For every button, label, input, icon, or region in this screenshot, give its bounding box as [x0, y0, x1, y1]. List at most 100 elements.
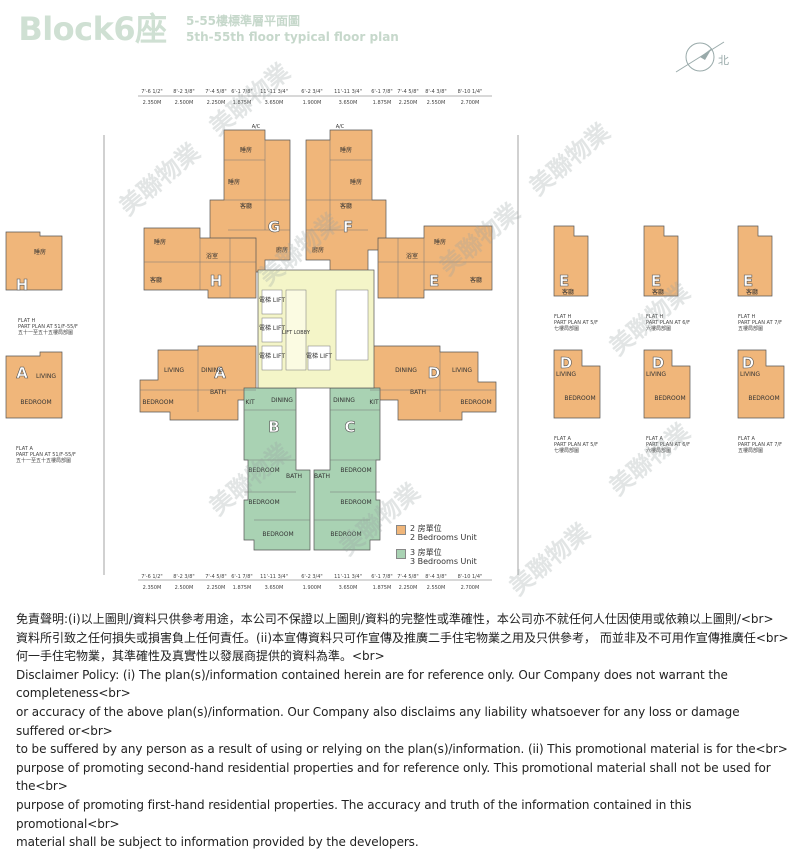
room-label: BEDROOM: [564, 395, 595, 402]
legend-en: 2 Bedrooms Unit: [410, 533, 477, 542]
dimension-label: 6'-1 7/8": [371, 89, 392, 95]
room-label: LIVING: [452, 367, 472, 374]
room-label: BEDROOM: [330, 531, 361, 538]
dimension-label: 1.900M: [303, 585, 322, 591]
part-plan-caption: FLAT H PART PLAN AT 51/F-55/F 五十一至五十五樓局部…: [18, 318, 78, 336]
subtitle-chinese: 5-55樓標準層平面圖: [186, 14, 301, 28]
dimension-label: 7'-6 1/2": [141, 574, 162, 580]
side-part-label-2: E: [651, 272, 661, 290]
side-part-label-3: E: [743, 272, 753, 290]
room-label: 客廳: [340, 202, 352, 210]
dimension-label: 8'-10 1/4": [458, 89, 483, 95]
disclaimer-line: 資料所引致之任何損失或損害負上任何責任。(ii)本宣傳資料只可作宣傳及推廣二手住…: [16, 630, 789, 645]
dimension-label: 1.875M: [233, 100, 252, 106]
dimension-label: 8'-2 3/8": [173, 89, 194, 95]
room-label: 睡房: [350, 178, 362, 186]
two-bedroom-units: [5, 129, 785, 421]
lift-label: 電梯 LIFT: [259, 296, 285, 304]
room-label: DINING: [333, 397, 355, 404]
bottom-dimension-labels: 7'-6 1/2"8'-2 3/8"7'-4 5/8"6'-1 7/8"11'-…: [141, 574, 482, 580]
room-label: 客廳: [240, 202, 252, 210]
floor-plan-area: Block6座 5-55樓標準層平面圖 5th-55th floor typic…: [5, 10, 785, 601]
room-label: BEDROOM: [340, 499, 371, 506]
room-label: 廚房: [276, 246, 288, 254]
room-label: 睡房: [240, 146, 252, 154]
subtitle-english: 5th-55th floor typical floor plan: [186, 30, 399, 44]
dimension-label: 2.550M: [427, 100, 446, 106]
room-label: DINING: [201, 367, 223, 374]
disclaimer-line: to be suffered by any person as a result…: [16, 742, 788, 757]
side-part-label-1: E: [559, 272, 569, 290]
unit-label-h: H: [210, 272, 223, 290]
unit-label-a: A: [214, 364, 226, 382]
disclaimer-line: purpose of promoting second-hand residen…: [16, 760, 771, 794]
disclaimer-line: Disclaimer Policy: (i) The plan(s)/infor…: [16, 667, 728, 701]
dimension-label: 6'-2 3/4": [301, 574, 322, 580]
room-label: LIVING: [740, 371, 760, 378]
dimension-label: 6'-1 7/8": [371, 574, 392, 580]
room-label: 睡房: [228, 178, 240, 186]
left-part-label-a: A: [16, 364, 28, 382]
unit-label-c: C: [344, 418, 355, 436]
room-label: BATH: [314, 473, 330, 480]
dimension-label: 2.500M: [175, 585, 194, 591]
north-compass-icon: [675, 41, 725, 73]
room-label: 睡房: [154, 238, 166, 246]
dimension-label: 3.650M: [265, 100, 284, 106]
room-label: BEDROOM: [748, 395, 779, 402]
dimension-label: 3.650M: [339, 100, 358, 106]
part-plan-caption: FLAT A PART PLAN AT 6/F 六樓局部圖: [646, 436, 690, 454]
unit-legend: 2 房單位 2 Bedrooms Unit 3 房單位 3 Bedrooms U…: [396, 524, 477, 572]
side-part-label-6: D: [742, 354, 754, 372]
dimension-label: 2.250M: [207, 100, 226, 106]
top-dimension-line: [138, 95, 492, 581]
ac-label: A/C: [336, 124, 345, 130]
block-title: Block6座: [18, 10, 167, 48]
disclaimer-line: 免責聲明:(i)以上圖則/資料只供參考用途，本公司不保證以上圖則/資料的完整性或…: [16, 612, 774, 626]
room-label: 睡房: [434, 238, 446, 246]
lift-label: 電梯 LIFT: [259, 324, 285, 332]
room-label: BATH: [210, 389, 226, 396]
dimension-label: 2.700M: [461, 100, 480, 106]
part-plan-caption: FLAT H PART PLAN AT 6/F 六樓局部圖: [646, 314, 690, 332]
legend-cn: 3 房單位: [410, 548, 442, 557]
legend-swatch-three-bed: [396, 549, 406, 559]
dimension-label: 11'-11 3/4": [260, 89, 288, 95]
room-label: BEDROOM: [20, 399, 51, 406]
part-plan-caption: FLAT A PART PLAN AT 51/F-55/F 五十一至五十五樓局部…: [16, 446, 76, 464]
dimension-label: 6'-1 7/8": [231, 89, 252, 95]
lift-label: 電梯 LIFT: [259, 352, 285, 360]
dimension-label: 7'-4 5/8": [397, 574, 418, 580]
room-label: BEDROOM: [460, 399, 491, 406]
dimension-label: 1.875M: [373, 100, 392, 106]
part-plan-caption: FLAT A PART PLAN AT 5/F 七樓局部圖: [554, 436, 598, 454]
dimension-label: 2.350M: [143, 585, 162, 591]
unit-label-e: E: [429, 272, 439, 290]
legend-item: 3 房單位 3 Bedrooms Unit: [396, 548, 477, 566]
dimension-label: 11'-11 3/4": [334, 574, 362, 580]
dimension-label: 7'-6 1/2": [141, 89, 162, 95]
unit-label-g: G: [268, 218, 280, 236]
disclaimer-line: material shall be subject to information…: [16, 835, 419, 850]
disclaimer-text: 免責聲明:(i)以上圖則/資料只供參考用途，本公司不保證以上圖則/資料的完整性或…: [16, 610, 791, 852]
room-label: KIT: [245, 399, 255, 406]
room-label: LIVING: [164, 367, 184, 374]
dimension-label: 7'-4 5/8": [205, 574, 226, 580]
legend-cn: 2 房單位: [410, 524, 442, 533]
room-label: 睡房: [34, 248, 46, 256]
room-label: BATH: [286, 473, 302, 480]
legend-swatch-two-bed: [396, 525, 406, 535]
room-label: BEDROOM: [248, 467, 279, 474]
side-part-label-5: D: [652, 354, 664, 372]
room-label: 睡房: [340, 146, 352, 154]
dimension-label: 11'-11 3/4": [260, 574, 288, 580]
dimension-label: 8'-4 3/8": [425, 89, 446, 95]
ac-label: A/C: [252, 124, 261, 130]
legend-item: 2 房單位 2 Bedrooms Unit: [396, 524, 477, 542]
lift-label: 電梯 LIFT: [306, 352, 332, 360]
dimension-label: 2.550M: [427, 585, 446, 591]
dimension-label: 7'-4 5/8": [205, 89, 226, 95]
dimension-label: 2.250M: [207, 585, 226, 591]
room-label: 廚房: [312, 246, 324, 254]
